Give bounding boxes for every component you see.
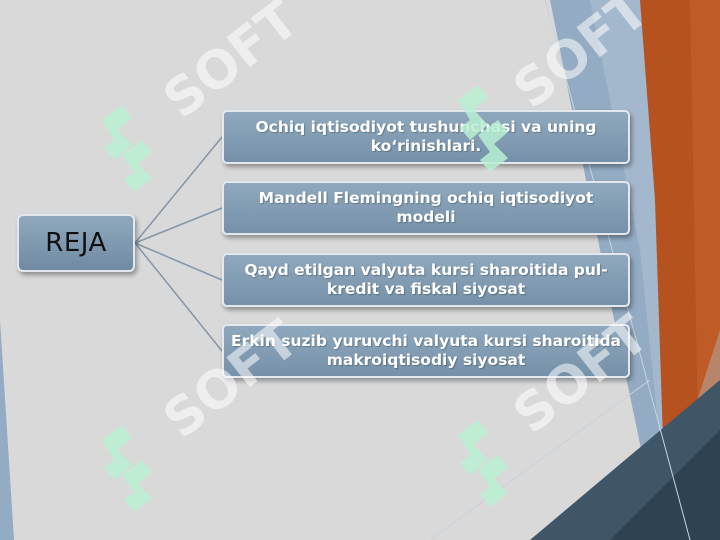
plan-item-label: Mandell Flemingning ochiq iqtisodiyot mo… — [258, 189, 594, 226]
connector-line — [134, 136, 223, 244]
reja-root-node: REJA — [17, 214, 135, 272]
connector-line — [134, 207, 223, 244]
soft-logo-icon — [458, 420, 508, 507]
plan-item-label: Qayd etilgan valyuta kursi sharoitida pu… — [244, 261, 608, 298]
soft-logo-icon — [102, 425, 152, 512]
plan-item-2: Mandell Flemingning ochiq iqtisodiyot mo… — [222, 181, 630, 235]
soft-logo-icon — [102, 105, 152, 192]
plan-item-1: Ochiq iqtisodiyot tushunchasi va uning k… — [222, 110, 630, 164]
plan-item-3: Qayd etilgan valyuta kursi sharoitida pu… — [222, 253, 630, 307]
connector-line — [134, 242, 223, 352]
connector-line — [134, 242, 223, 281]
plan-item-label: Ochiq iqtisodiyot tushunchasi va uning k… — [255, 118, 597, 155]
soft-logo-icon — [458, 85, 508, 172]
reja-label: REJA — [45, 228, 107, 258]
plan-item-label: Erkin suzib yuruvchi valyuta kursi sharo… — [230, 332, 622, 369]
plan-item-4: Erkin suzib yuruvchi valyuta kursi sharo… — [222, 324, 630, 378]
